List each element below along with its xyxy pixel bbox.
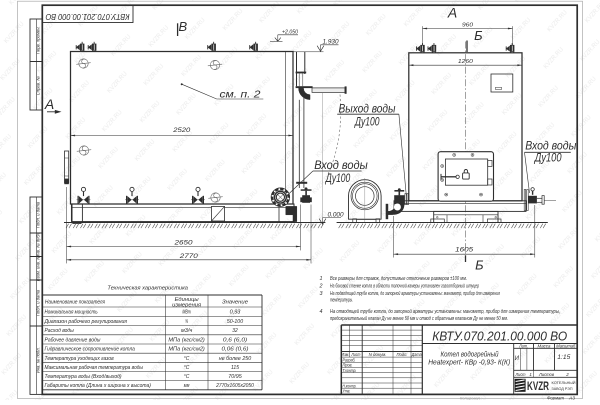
svg-text:2770х1605х2050: 2770х1605х2050 (215, 383, 254, 389)
svg-text:32: 32 (232, 328, 238, 334)
svg-text:МПа (кгс/см2): МПа (кгс/см2) (168, 347, 205, 353)
svg-text:N докум.: N докум. (369, 352, 387, 357)
svg-text:0,06 (0,6): 0,06 (0,6) (222, 347, 249, 353)
svg-text:Температура уходящих газов: Температура уходящих газов (45, 356, 114, 362)
svg-text:Формат: Формат (547, 395, 564, 400)
svg-text:Лист: Лист (351, 352, 361, 357)
svg-text:1.930: 1.930 (323, 39, 340, 45)
svg-text:2: 2 (565, 372, 569, 377)
svg-text:КВТУ.070.201.00.000 ВО: КВТУ.070.201.00.000 ВО (432, 329, 567, 344)
svg-text:Расход воды: Расход воды (45, 328, 74, 334)
svg-text:2650: 2650 (173, 240, 193, 247)
svg-text:На боковой стенке котла в обла: На боковой стенке котла в области топочн… (330, 283, 479, 290)
svg-text:Перв. примен.: Перв. примен. (36, 26, 41, 54)
svg-text:Единицы: Единицы (175, 297, 199, 303)
svg-text:1: 1 (320, 276, 323, 282)
svg-text:Подп. и дата: Подп. и дата (36, 201, 41, 228)
svg-text:Изм.: Изм. (341, 352, 349, 357)
svg-text:Номинальная мощность: Номинальная мощность (45, 310, 98, 316)
svg-text:50-100: 50-100 (227, 319, 243, 325)
svg-text:Котел водогрейный: Котел водогрейный (441, 350, 499, 358)
svg-text:Ду100: Ду100 (354, 114, 380, 128)
svg-text:Вход воды: Вход воды (525, 139, 576, 153)
svg-text:Дата: Дата (411, 352, 423, 357)
svg-text:%: % (185, 319, 188, 325)
svg-text:Т.контр.: Т.контр. (343, 368, 357, 373)
svg-text:°С: °С (184, 356, 190, 362)
svg-text:Ду100: Ду100 (533, 151, 562, 165)
svg-text:А: А (44, 96, 54, 112)
svg-text:2520: 2520 (172, 128, 191, 134)
svg-text:На отводящей трубе котла, до з: На отводящей трубе котла, до запорной ар… (330, 308, 560, 315)
svg-text:°С: °С (184, 365, 190, 371)
svg-text:960: 960 (462, 23, 474, 29)
svg-text:Н.контр.: Н.контр. (343, 383, 357, 388)
svg-text:Техническая характеристика: Техническая характеристика (107, 285, 188, 291)
svg-text:Габариты котла (Длина х ширина: Габариты котла (Длина х ширина х высота) (45, 383, 152, 389)
svg-text:Б: Б (474, 28, 483, 43)
svg-text:Разраб.: Разраб. (343, 358, 356, 363)
svg-text:Гидравлическое сопротивление к: Гидравлическое сопротивление котла (45, 347, 135, 353)
svg-text:измерения: измерения (172, 302, 201, 308)
svg-text:1:15: 1:15 (557, 354, 571, 361)
svg-text:Максимальная рабочая температу: Максимальная рабочая температура воды (45, 365, 144, 371)
svg-text:Heatexpert- КВр -0,93- К(К): Heatexpert- КВр -0,93- К(К) (428, 360, 510, 367)
svg-text:°С: °С (184, 374, 190, 380)
svg-text:Листов: Листов (538, 372, 555, 377)
svg-text:1: 1 (529, 372, 532, 377)
svg-text:+2.050: +2.050 (282, 29, 299, 35)
svg-text:КВТУ.070.201.00.000 ВО: КВТУ.070.201.00.000 ВО (46, 12, 130, 21)
svg-text:мм: мм (184, 383, 190, 389)
svg-text:Б: Б (475, 258, 484, 273)
svg-text:Значение: Значение (222, 299, 248, 305)
svg-text:Все размеры для справок, допус: Все размеры для справок, допустимые откл… (330, 276, 467, 282)
svg-text:На подводящей трубе котла, д: На подводящей трубе котла, до запорной а… (330, 290, 500, 297)
svg-text:70/95: 70/95 (228, 374, 242, 380)
svg-text:KVZR: KVZR (527, 381, 549, 393)
svg-text:Масса: Масса (538, 343, 552, 348)
svg-text:предохранительный клапан Ду не: предохранительный клапан Ду не менее 50 … (330, 315, 508, 322)
svg-text:Вход воды: Вход воды (314, 158, 368, 172)
svg-text:Ду100: Ду100 (324, 171, 350, 185)
svg-text:Температура воды (Вход/выход): Температура воды (Вход/выход) (45, 374, 122, 380)
svg-text:2: 2 (319, 284, 323, 290)
svg-text:м3/ч: м3/ч (181, 328, 193, 334)
svg-text:Пров.: Пров. (343, 363, 353, 368)
svg-text:МПа (кгс/см2): МПа (кгс/см2) (168, 337, 205, 343)
svg-text:МВт: МВт (182, 310, 191, 316)
svg-text:КОТЕЛЬНЫЙ: КОТЕЛЬНЫЙ (552, 380, 576, 385)
svg-text:Подп. и дата: Подп. и дата (36, 289, 41, 316)
svg-text:Взам. инв. №: Взам. инв. № (36, 255, 41, 281)
svg-text:Инв. № подл.: Инв. № подл. (36, 347, 41, 373)
svg-text:Выход воды: Выход воды (339, 101, 396, 115)
svg-text:2770: 2770 (178, 253, 198, 260)
svg-text:Справ. №: Справ. № (36, 76, 41, 95)
svg-text:0.000: 0.000 (328, 213, 345, 219)
svg-text:В: В (178, 19, 187, 34)
svg-text:3: 3 (320, 291, 323, 297)
svg-text:температуры.: температуры. (330, 298, 353, 304)
svg-text:Масштаб: Масштаб (556, 343, 575, 348)
svg-text:см. п. 2: см. п. 2 (220, 89, 262, 100)
svg-text:1260: 1260 (458, 59, 474, 65)
svg-text:1605: 1605 (455, 246, 474, 253)
svg-text:А: А (447, 5, 457, 21)
svg-text:0,93: 0,93 (230, 310, 241, 316)
svg-text:Наименование показателя: Наименование показателя (45, 299, 105, 305)
svg-text:115: 115 (231, 365, 239, 371)
svg-text:ЗАВОД РЭП: ЗАВОД РЭП (552, 386, 573, 391)
svg-text:Копировал: Копировал (460, 395, 481, 400)
svg-text:не более 250: не более 250 (219, 356, 252, 362)
svg-text:И: И (515, 356, 520, 362)
svg-text:Диапазон рабочего регулировани: Диапазон рабочего регулирования (44, 319, 128, 325)
svg-text:Рабочее давление воды: Рабочее давление воды (45, 337, 101, 343)
svg-text:Инв. № дубл.: Инв. № дубл. (36, 232, 41, 258)
svg-text:0,6 (6,0): 0,6 (6,0) (223, 337, 248, 343)
svg-text:Утв.: Утв. (343, 389, 351, 394)
svg-text:4: 4 (320, 309, 323, 315)
svg-text:Лит.: Лит. (518, 343, 528, 348)
svg-text:Лист: Лист (515, 372, 526, 377)
svg-text:Подп.: Подп. (397, 352, 408, 357)
svg-text:А3: А3 (568, 395, 576, 400)
